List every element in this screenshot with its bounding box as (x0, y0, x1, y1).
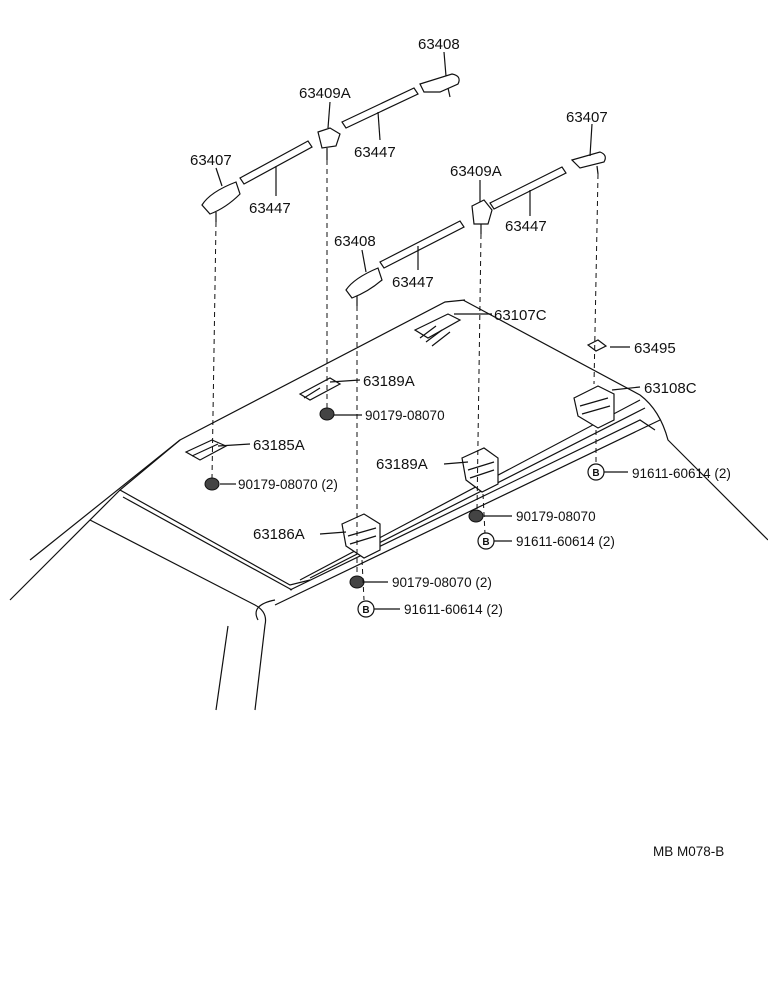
label-91611-a: 91611-60614 (2) (632, 466, 731, 481)
label-90179-c: 90179-08070 (516, 509, 596, 524)
bracket-63107C (413, 313, 462, 347)
label-63407-left: 63407 (190, 152, 232, 169)
bracket-63189A-left (298, 377, 342, 401)
label-63408-mid: 63408 (334, 233, 376, 250)
bracket-63185A (184, 439, 228, 461)
roof-rail-63447-mid (379, 220, 465, 269)
label-90179-b: 90179-08070 (2) (238, 477, 338, 492)
end-cap-63407-right (570, 151, 606, 175)
bolt-symbol-a: B (587, 463, 605, 481)
label-63447-c: 63447 (505, 218, 547, 235)
joint-63409A-left (317, 127, 341, 160)
label-63409A-left: 63409A (299, 85, 351, 102)
label-63447-b: 63447 (249, 200, 291, 217)
bracket-63108C (573, 385, 615, 429)
assembly-lines (211, 160, 599, 601)
joint-63409A-right (471, 199, 493, 234)
bracket-63186A (341, 513, 381, 559)
label-91611-c: 91611-60614 (2) (404, 602, 503, 617)
roof-rail-63447-right (489, 166, 567, 210)
clip-90179-c (468, 509, 484, 523)
end-cap-63408-top (419, 73, 460, 98)
label-90179-a: 90179-08070 (365, 408, 445, 423)
bracket-63189A-right (461, 447, 499, 493)
label-63409A-right: 63409A (450, 163, 502, 180)
label-90179-d: 90179-08070 (2) (392, 575, 492, 590)
label-63186A: 63186A (253, 526, 305, 543)
label-63189A-left: 63189A (363, 373, 415, 390)
svg-text:B: B (482, 537, 489, 548)
label-63108C: 63108C (644, 380, 697, 397)
label-63447-a: 63447 (354, 144, 396, 161)
roof-rail-63447-left (239, 140, 313, 185)
label-63107C: 63107C (494, 307, 547, 324)
leader-lines (215, 51, 641, 610)
svg-text:B: B (362, 605, 369, 616)
clip-90179-a (319, 407, 335, 421)
label-63447-d: 63447 (392, 274, 434, 291)
clip-90179-d (349, 575, 365, 589)
bolt-symbol-c: B (357, 600, 375, 618)
label-63407-right: 63407 (566, 109, 608, 126)
label-63189A-right: 63189A (376, 456, 428, 473)
label-91611-b: 91611-60614 (2) (516, 534, 615, 549)
bolt-symbol-b: B (477, 532, 495, 550)
vehicle-roof-outline (9, 299, 768, 711)
reference-code: MB M078-B (653, 844, 724, 859)
label-63408-top: 63408 (418, 36, 460, 53)
end-cap-63408-mid (345, 267, 383, 306)
end-cap-63407-left (201, 181, 241, 222)
pad-63495 (586, 339, 608, 352)
label-63495: 63495 (634, 340, 676, 357)
roof-rail-63447-top (341, 87, 419, 129)
label-63185A: 63185A (253, 437, 305, 454)
clip-90179-b (204, 477, 220, 491)
svg-text:B: B (592, 468, 599, 479)
